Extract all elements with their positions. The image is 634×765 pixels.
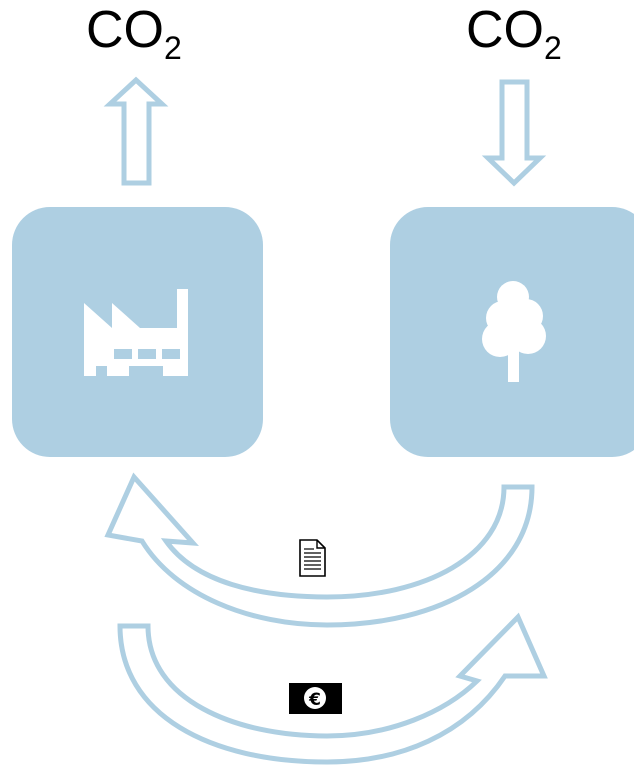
lower-flow-arrow <box>117 612 548 765</box>
co2-absorption-label-base: CO <box>466 1 544 59</box>
co2-absorption-label-subscript: 2 <box>544 30 562 66</box>
co2-emission-label: CO2 <box>86 1 182 64</box>
euro-icon: € <box>289 683 342 714</box>
absorption-down-arrow <box>481 79 547 187</box>
document-icon <box>299 539 326 577</box>
factory-icon <box>84 289 188 376</box>
euro-symbol: € <box>308 690 321 710</box>
co2-emission-label-base: CO <box>86 1 164 59</box>
co2-absorption-label: CO2 <box>466 1 562 64</box>
tree-icon <box>482 281 546 382</box>
co2-emission-label-subscript: 2 <box>164 30 182 66</box>
emission-up-arrow <box>103 76 169 186</box>
upper-flow-arrow <box>104 472 535 628</box>
